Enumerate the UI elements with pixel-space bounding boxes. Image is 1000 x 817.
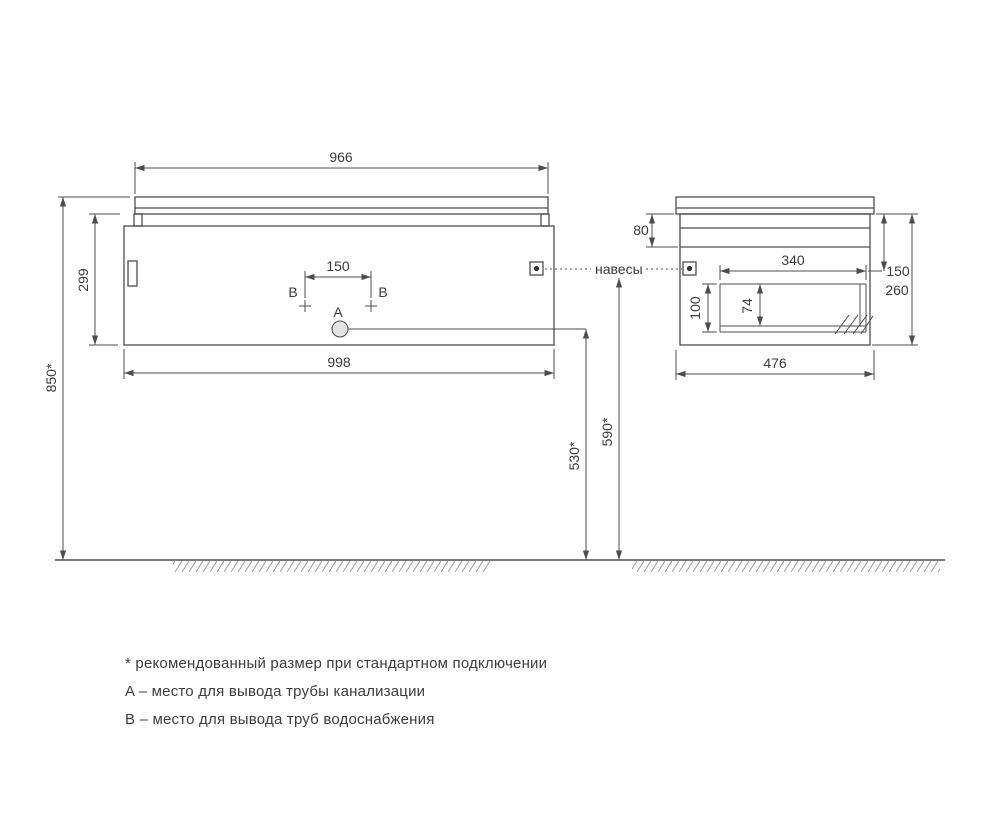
side-dim-hanger-offset: 150 bbox=[868, 214, 910, 279]
front-dim-total-height: 850* bbox=[43, 196, 130, 560]
front-view: B B A 966 299 150 bbox=[43, 149, 682, 560]
dim-476-label: 476 bbox=[763, 355, 787, 371]
side-niche bbox=[719, 283, 874, 335]
mark-b-left-label: B bbox=[288, 284, 297, 300]
dim-260-label: 260 bbox=[885, 282, 909, 298]
front-cabinet-body bbox=[123, 225, 555, 346]
dim-340-label: 340 bbox=[781, 252, 805, 268]
front-countertop bbox=[134, 196, 549, 215]
side-view: 80 340 100 74 150 bbox=[633, 196, 918, 380]
ground-hatch-right bbox=[632, 561, 940, 572]
side-cabinet-outline bbox=[675, 196, 875, 346]
side-dim-niche-height: 100 bbox=[687, 283, 717, 333]
front-dim-drain-height: 530* bbox=[566, 329, 590, 560]
floor bbox=[55, 559, 945, 572]
side-hanger-dot bbox=[686, 265, 693, 272]
drain-mark bbox=[331, 320, 349, 338]
front-hanger-plate bbox=[529, 261, 544, 276]
dim-74-label: 74 bbox=[739, 298, 755, 314]
front-cabinet-outline bbox=[123, 196, 555, 346]
front-left-bracket bbox=[127, 260, 138, 287]
front-right-tab bbox=[540, 213, 550, 227]
side-cabinet-body bbox=[679, 213, 871, 346]
hangers-callout: навесы bbox=[545, 261, 682, 277]
side-dim-niche-inner-height: 74 bbox=[739, 284, 764, 326]
dim-530-label: 530* bbox=[566, 441, 582, 470]
dim-80-label: 80 bbox=[633, 222, 649, 238]
legend-note-b: B – место для вывода труб водоснабжения bbox=[125, 711, 435, 728]
dim-590-label: 590* bbox=[599, 417, 615, 446]
side-hanger-plate bbox=[682, 261, 697, 276]
dim-966-label: 966 bbox=[329, 149, 353, 165]
side-countertop bbox=[675, 196, 875, 215]
front-dim-bottom-width: 998 bbox=[123, 349, 555, 379]
dim-299-label: 299 bbox=[75, 268, 91, 292]
side-dim-body-height: 260 bbox=[872, 213, 918, 346]
side-dim-top-section: 80 bbox=[633, 213, 678, 248]
dim-100-label: 100 bbox=[687, 296, 703, 320]
mark-b-right-label: B bbox=[378, 284, 387, 300]
dim-150-label: 150 bbox=[326, 258, 350, 274]
dim-850-label: 850* bbox=[43, 363, 59, 392]
front-dim-hangers-height: 590* bbox=[599, 278, 623, 560]
hangers-label: навесы bbox=[595, 261, 643, 277]
legend: * рекомендованный размер при стандартном… bbox=[125, 655, 547, 728]
legend-note-a: A – место для вывода трубы канализации bbox=[125, 683, 425, 700]
front-left-tab bbox=[133, 213, 143, 227]
ground-hatch-left bbox=[173, 561, 490, 572]
dim-150-side-label: 150 bbox=[886, 263, 910, 279]
dim-998-label: 998 bbox=[327, 354, 351, 370]
legend-note-recommended: * рекомендованный размер при стандартном… bbox=[125, 655, 547, 672]
front-hanger-dot bbox=[533, 265, 540, 272]
side-dim-depth: 476 bbox=[675, 350, 875, 380]
side-dim-niche-width: 340 bbox=[719, 252, 867, 280]
front-dim-top-width: 966 bbox=[134, 149, 549, 194]
front-dim-left-height: 299 bbox=[75, 213, 120, 346]
water-supply-marks bbox=[299, 300, 377, 312]
front-dim-b-spacing: 150 bbox=[304, 258, 372, 298]
mark-a-label: A bbox=[333, 304, 343, 320]
